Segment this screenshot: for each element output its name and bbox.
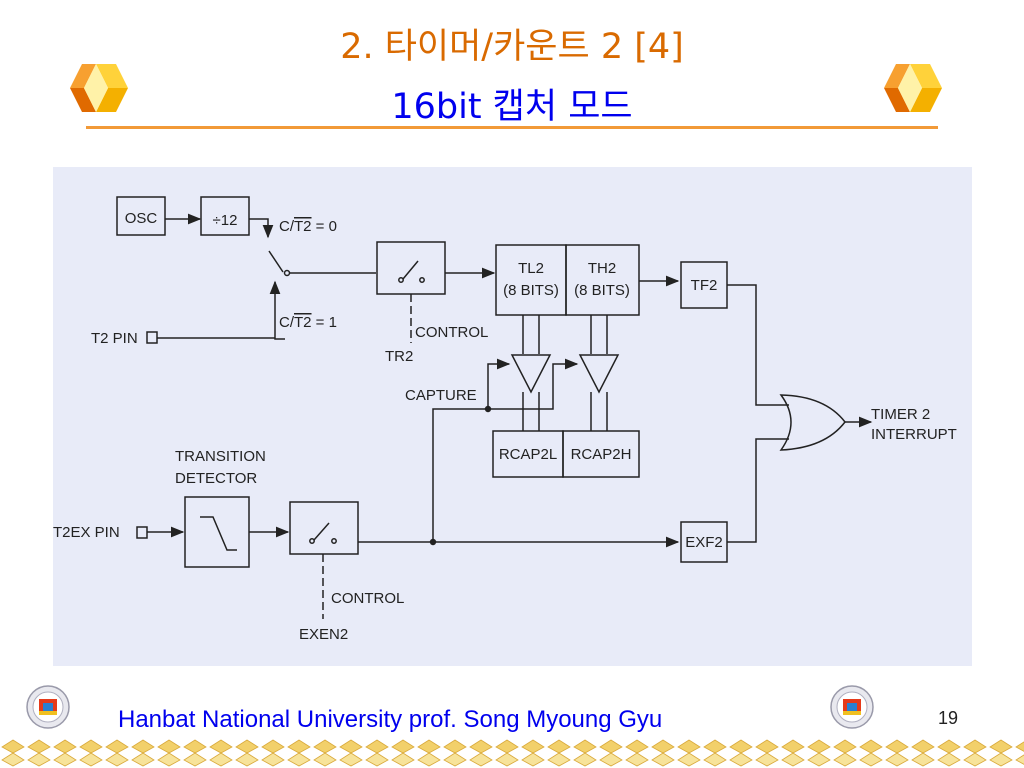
tr2-label: TR2 — [385, 348, 413, 365]
rcap2h-label: RCAP2H — [571, 446, 632, 463]
control-switch-top — [376, 241, 446, 295]
tf2-label: TF2 — [691, 277, 718, 294]
tl2-register — [495, 244, 567, 316]
timer2-label: TIMER 2 — [871, 406, 930, 423]
divide-by-12-label: ÷12 — [213, 212, 238, 229]
ct2-one-label: C/T2 = 1 — [279, 314, 337, 331]
cube-decoration-right-icon — [884, 64, 942, 112]
title-underline — [86, 126, 938, 129]
or-gate — [779, 394, 846, 451]
transition-detector-block — [184, 496, 250, 568]
th2-label: TH2 — [588, 260, 616, 277]
interrupt-label: INTERRUPT — [871, 426, 957, 443]
block-diagram-svg: OSC ÷12 C/T2 = 0 C/T2 = 1 T2 PIN CONTROL… — [53, 196, 957, 643]
t2-pin-terminal — [146, 331, 158, 344]
ct2-zero-label: C/T2 = 0 — [279, 218, 337, 235]
cube-decoration-left-icon — [70, 64, 128, 112]
footer-author-text: Hanbat National University prof. Song My… — [118, 706, 663, 733]
control-bottom-label: CONTROL — [331, 590, 404, 607]
capture-label: CAPTURE — [405, 387, 477, 404]
timer2-capture-diagram: OSC ÷12 C/T2 = 0 C/T2 = 1 T2 PIN CONTROL… — [53, 167, 972, 666]
divide-by-12-block — [200, 196, 250, 236]
capture-buffer-low — [510, 354, 552, 394]
exf2-flag — [680, 521, 728, 563]
page-number: 19 — [938, 708, 959, 728]
tl2-label: TL2 — [518, 260, 544, 277]
mode-switch — [268, 250, 284, 273]
t2-pin-label: T2 PIN — [91, 330, 138, 347]
capture-buffer-high — [578, 354, 620, 394]
th2-bits-label: (8 BITS) — [574, 282, 630, 299]
osc-block — [116, 196, 166, 236]
footer-pattern-band — [0, 738, 1024, 768]
th2-register — [565, 244, 640, 316]
tl2-bits-label: (8 BITS) — [503, 282, 559, 299]
osc-label: OSC — [125, 210, 158, 227]
t2ex-pin-terminal — [136, 526, 148, 539]
detector-label: DETECTOR — [175, 470, 257, 487]
slide-title: 2. 타이머/카운트 2 [4] — [340, 27, 684, 67]
control-switch-bottom — [289, 501, 359, 555]
university-logo-right-icon — [830, 685, 874, 729]
transition-label: TRANSITION — [175, 448, 266, 465]
exf2-label: EXF2 — [685, 534, 723, 551]
control-top-label: CONTROL — [415, 324, 488, 341]
university-logo-left-icon — [26, 685, 70, 729]
rcap2h-register — [562, 430, 640, 478]
slide-subtitle: 16bit 캡처 모드 — [391, 87, 633, 127]
rcap2l-label: RCAP2L — [499, 446, 557, 463]
exen2-label: EXEN2 — [299, 626, 348, 643]
t2ex-pin-label: T2EX PIN — [53, 524, 120, 541]
